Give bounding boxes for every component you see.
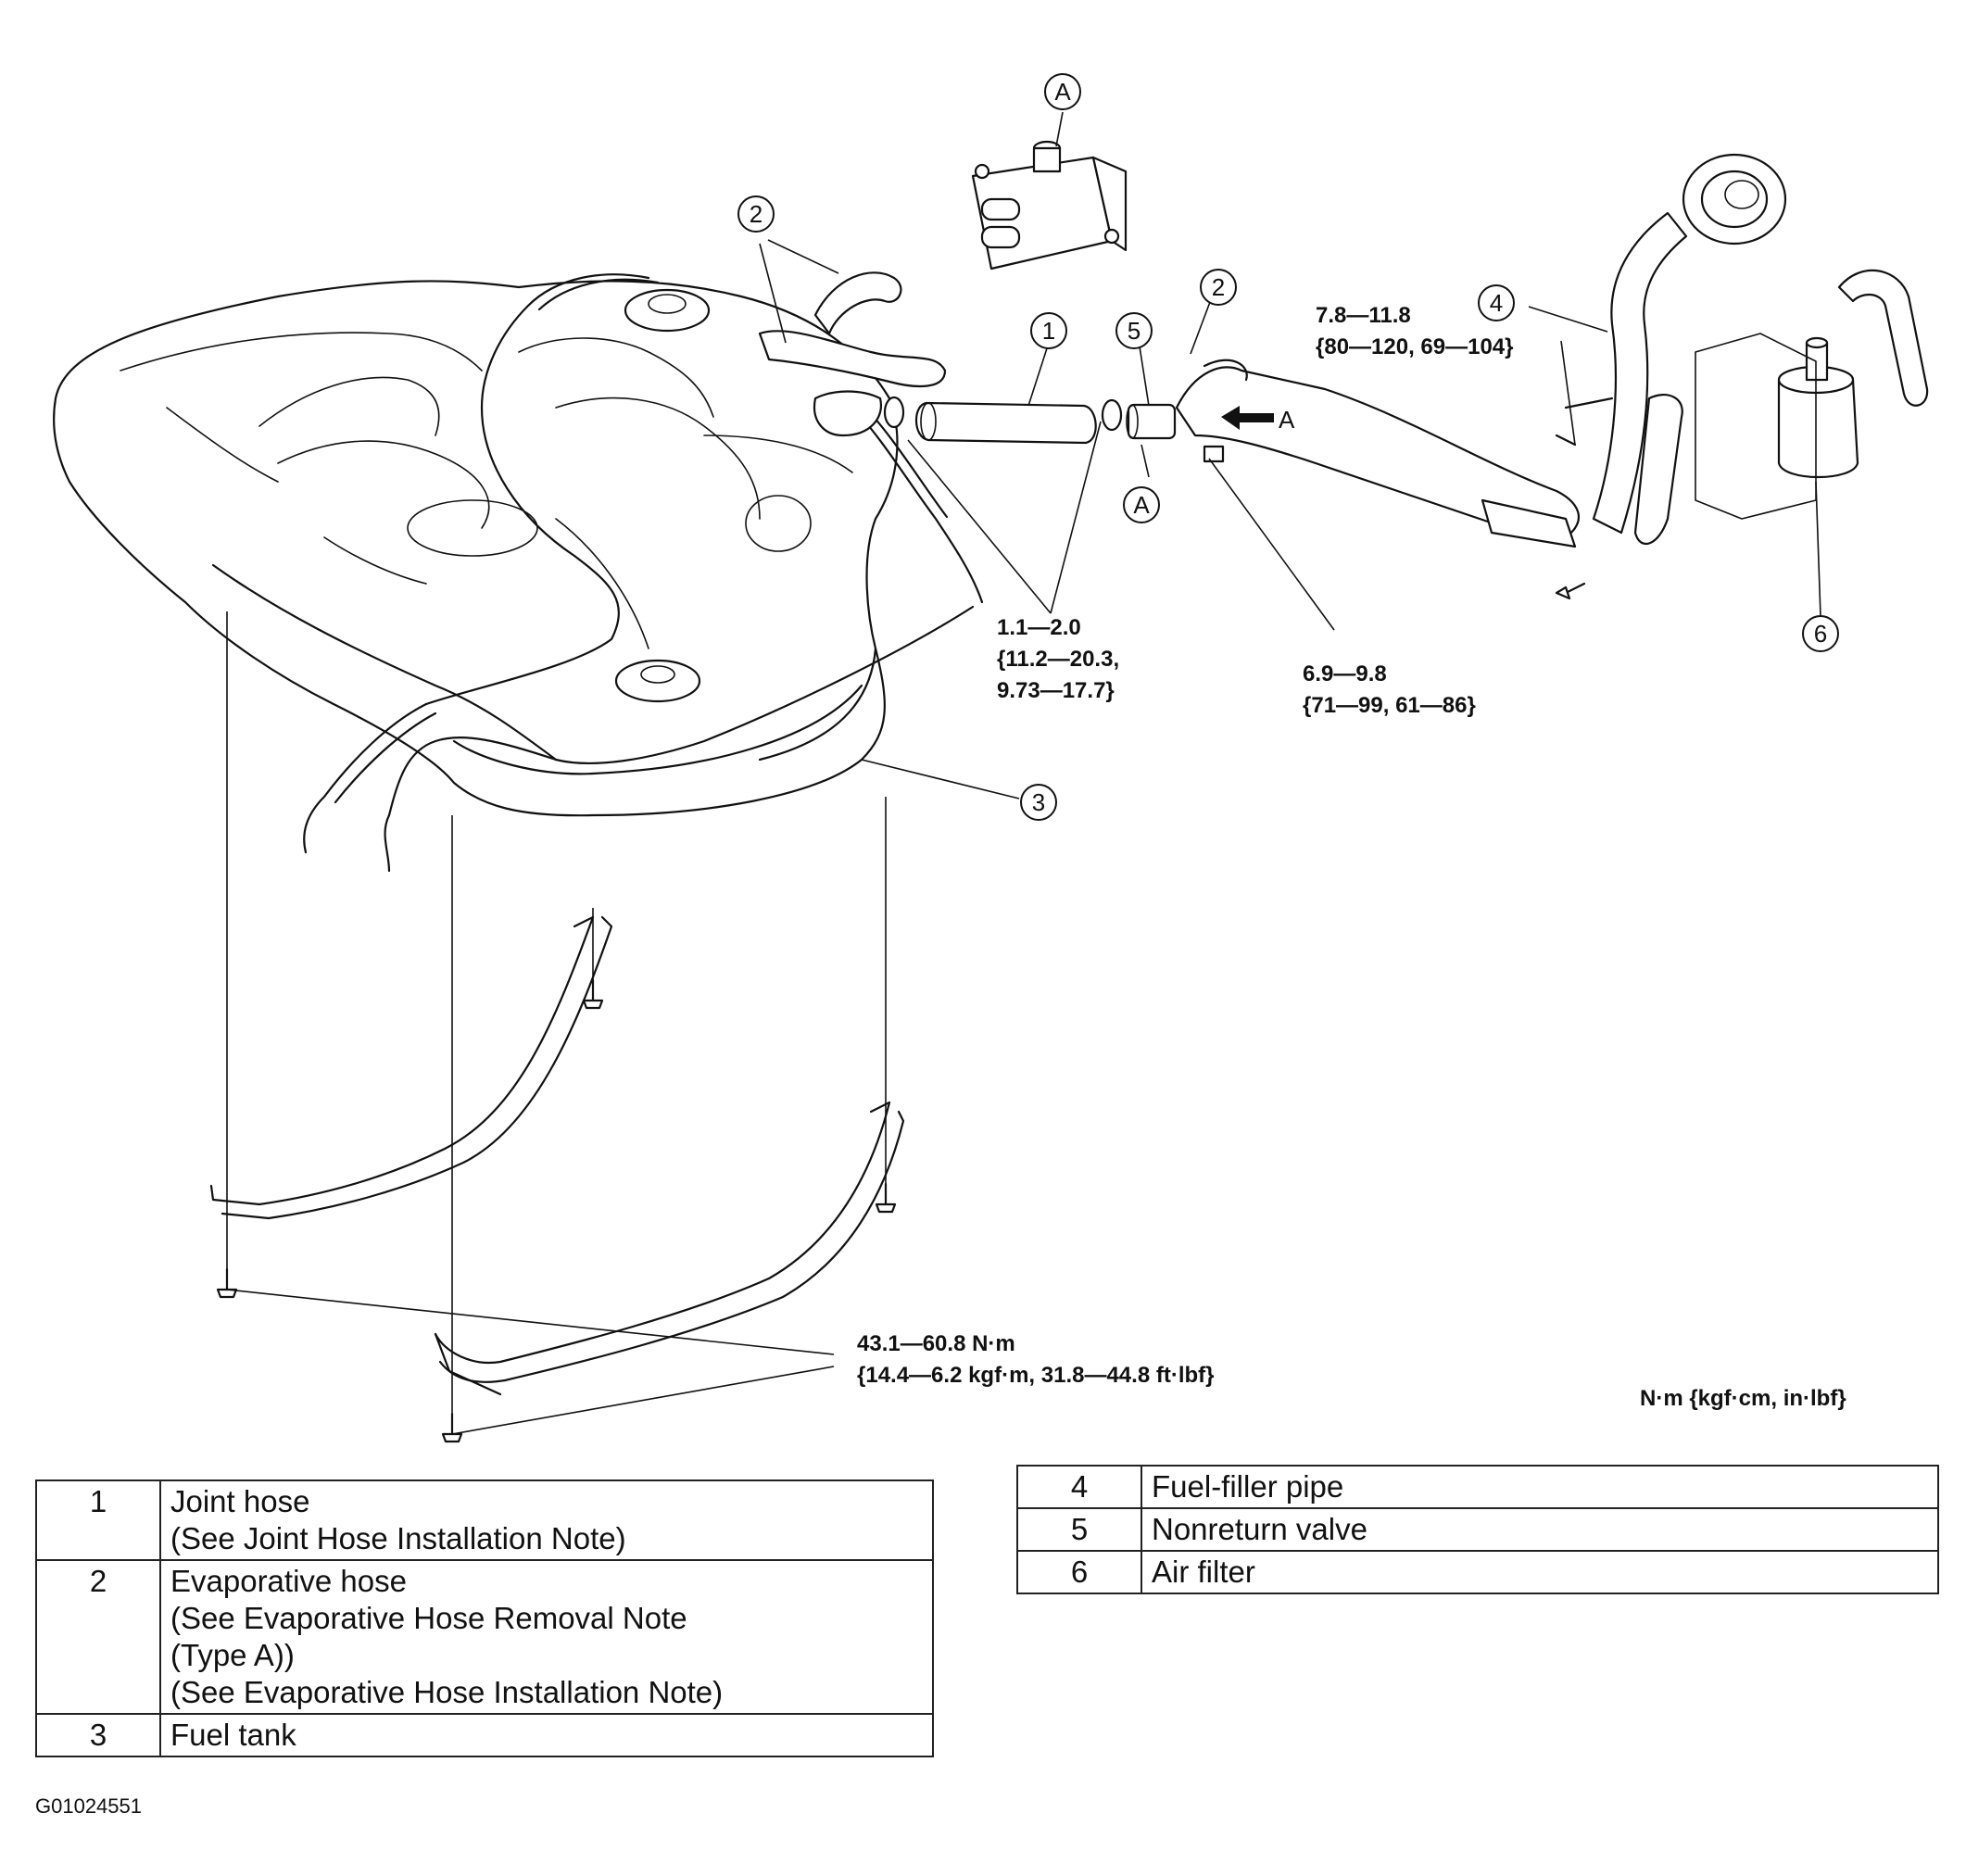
- legend-row: 5 Nonreturn valve: [1016, 1507, 1939, 1552]
- callout-6: 6: [1802, 615, 1839, 652]
- component-a-detail: [971, 140, 1128, 271]
- svg-text:A: A: [1054, 78, 1071, 106]
- legend-description-line: Nonreturn valve: [1152, 1512, 1367, 1546]
- svg-text:9.73—17.7}: 9.73—17.7}: [997, 678, 1115, 703]
- svg-text:A: A: [1133, 491, 1150, 519]
- legend-description-line: (See Evaporative Hose Removal Note: [170, 1601, 687, 1635]
- legend-number: 4: [1016, 1465, 1142, 1509]
- torque-spec-filler: 7.8—11.8 {80—120, 69—104}: [1316, 303, 1514, 359]
- svg-text:5: 5: [1128, 317, 1141, 345]
- bolt-icon: [216, 434, 1586, 1443]
- legend-description-line: Evaporative hose: [170, 1564, 407, 1598]
- legend-description: Air filter: [1141, 1550, 1939, 1594]
- legend-description-line: (See Joint Hose Installation Note): [170, 1521, 626, 1555]
- legend-description-line: (See Evaporative Hose Installation Note): [170, 1675, 724, 1709]
- callout-2-right: 2: [1200, 269, 1237, 306]
- legend-number: 6: [1016, 1550, 1142, 1594]
- tank-straps: [209, 915, 905, 1396]
- svg-text:43.1—60.8 N·m: 43.1—60.8 N·m: [857, 1331, 1015, 1356]
- fuel-system-exploded-diagram: A 1 2 2 3 4 5 6 A A 7.8—11.8 {80—120, 69…: [53, 73, 1929, 1443]
- fuel-lines: [303, 273, 984, 873]
- legend-number: 5: [1016, 1507, 1142, 1552]
- svg-text:3: 3: [1032, 788, 1045, 816]
- units-note: N·m {kgf·cm, in·lbf}: [1640, 1386, 1846, 1411]
- svg-text:7.8—11.8: 7.8—11.8: [1316, 303, 1411, 328]
- callout-1: 1: [1030, 312, 1067, 349]
- legend-number: 2: [35, 1559, 161, 1715]
- torque-spec-clamp: 1.1—2.0 {11.2—20.3, 9.73—17.7}: [997, 615, 1119, 703]
- callout-4: 4: [1478, 284, 1515, 321]
- fuel-tank: [53, 280, 899, 817]
- legend-description-line: Air filter: [1152, 1555, 1255, 1589]
- callout-a-top: A: [1044, 73, 1081, 110]
- legend-description-line: Fuel-filler pipe: [1152, 1469, 1344, 1504]
- joint-hose: [914, 401, 1097, 445]
- hose-clamp-icon: [883, 396, 1123, 432]
- figure-id: G01024551: [35, 1794, 142, 1818]
- legend-description: Evaporative hose(See Evaporative Hose Re…: [159, 1559, 934, 1715]
- air-filter: [1695, 269, 1929, 520]
- torque-spec-strap: 43.1—60.8 N·m {14.4—6.2 kgf·m, 31.8—44.8…: [857, 1331, 1214, 1388]
- legend-number: 1: [35, 1479, 161, 1561]
- legend-description-line: Joint hose: [170, 1484, 310, 1518]
- legend-number: 3: [35, 1713, 161, 1757]
- legend-description: Joint hose(See Joint Hose Installation N…: [159, 1479, 934, 1561]
- svg-text:{11.2—20.3,: {11.2—20.3,: [997, 647, 1119, 672]
- leader-lines: [759, 111, 1821, 800]
- torque-spec-bolt: 6.9—9.8 {71—99, 61—86}: [1303, 661, 1476, 718]
- arrow-a-label: A: [1279, 406, 1295, 434]
- callout-5: 5: [1115, 312, 1153, 349]
- arrow-left-icon: [1221, 406, 1274, 430]
- callout-3: 3: [1020, 784, 1057, 821]
- svg-text:6: 6: [1814, 620, 1827, 648]
- svg-text:2: 2: [750, 200, 762, 228]
- legend-description-line: Fuel tank: [170, 1718, 296, 1752]
- alignment-lines: [226, 611, 887, 1435]
- svg-text:1: 1: [1042, 317, 1055, 345]
- legend-description: Fuel tank: [159, 1713, 934, 1757]
- callout-a-bottom: A: [1123, 486, 1160, 523]
- legend-row: 3 Fuel tank: [35, 1713, 934, 1757]
- svg-text:{14.4—6.2 kgf·m, 31.8—44.8 ft·: {14.4—6.2 kgf·m, 31.8—44.8 ft·lbf}: [857, 1363, 1214, 1388]
- svg-text:4: 4: [1490, 289, 1503, 317]
- nonreturn-valve: [1126, 403, 1177, 440]
- legend-description: Nonreturn valve: [1141, 1507, 1939, 1552]
- fuel-filler-pipe: [1175, 153, 1787, 548]
- legend-description-line: (Type A)): [170, 1638, 295, 1672]
- svg-text:1.1—2.0: 1.1—2.0: [997, 615, 1081, 640]
- svg-text:6.9—9.8: 6.9—9.8: [1303, 661, 1387, 686]
- callout-2-left: 2: [737, 195, 775, 233]
- parts-legend-right: 4 Fuel-filler pipe 5 Nonreturn valve 6 Air fi…: [1016, 1465, 1939, 1594]
- svg-text:2: 2: [1212, 273, 1225, 301]
- evaporative-hoses: [758, 271, 947, 437]
- legend-row: 4 Fuel-filler pipe: [1016, 1465, 1939, 1509]
- svg-text:{80—120, 69—104}: {80—120, 69—104}: [1316, 334, 1514, 359]
- svg-text:{71—99, 61—86}: {71—99, 61—86}: [1303, 693, 1476, 718]
- legend-row: 6 Air filter: [1016, 1550, 1939, 1594]
- legend-description: Fuel-filler pipe: [1141, 1465, 1939, 1509]
